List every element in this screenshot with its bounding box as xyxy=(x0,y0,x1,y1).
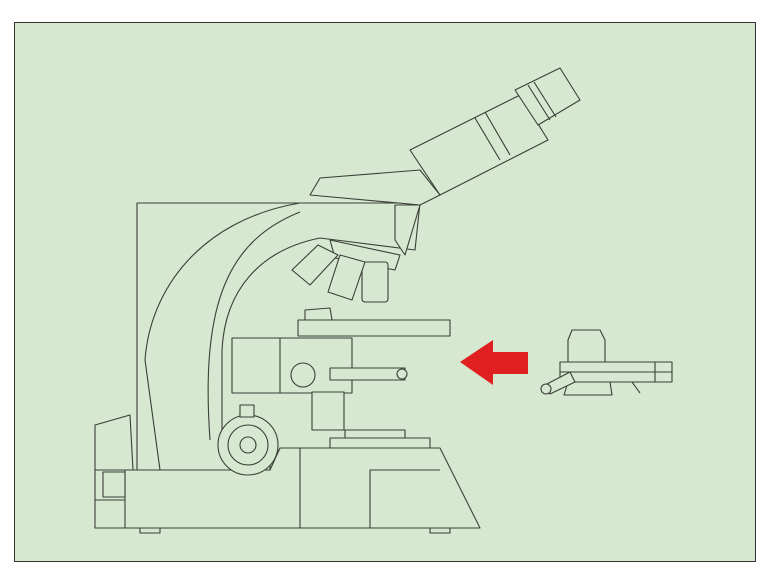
objective xyxy=(291,244,339,286)
objective xyxy=(361,261,389,303)
arrow-left-icon xyxy=(460,340,528,385)
objective xyxy=(327,254,366,301)
coarse-focus-knob xyxy=(217,414,279,476)
fine-focus xyxy=(311,391,345,431)
stage-carrier xyxy=(231,337,353,394)
stage xyxy=(297,319,451,337)
microscope-head xyxy=(309,169,441,206)
microscope-illustration xyxy=(94,67,581,534)
condenser-illustration xyxy=(540,329,673,396)
field-diaphragm xyxy=(329,437,431,449)
eyepiece-tube xyxy=(409,94,549,196)
illustration-frame xyxy=(14,22,756,562)
eyepiece xyxy=(514,67,581,126)
focus-knob xyxy=(290,362,316,388)
